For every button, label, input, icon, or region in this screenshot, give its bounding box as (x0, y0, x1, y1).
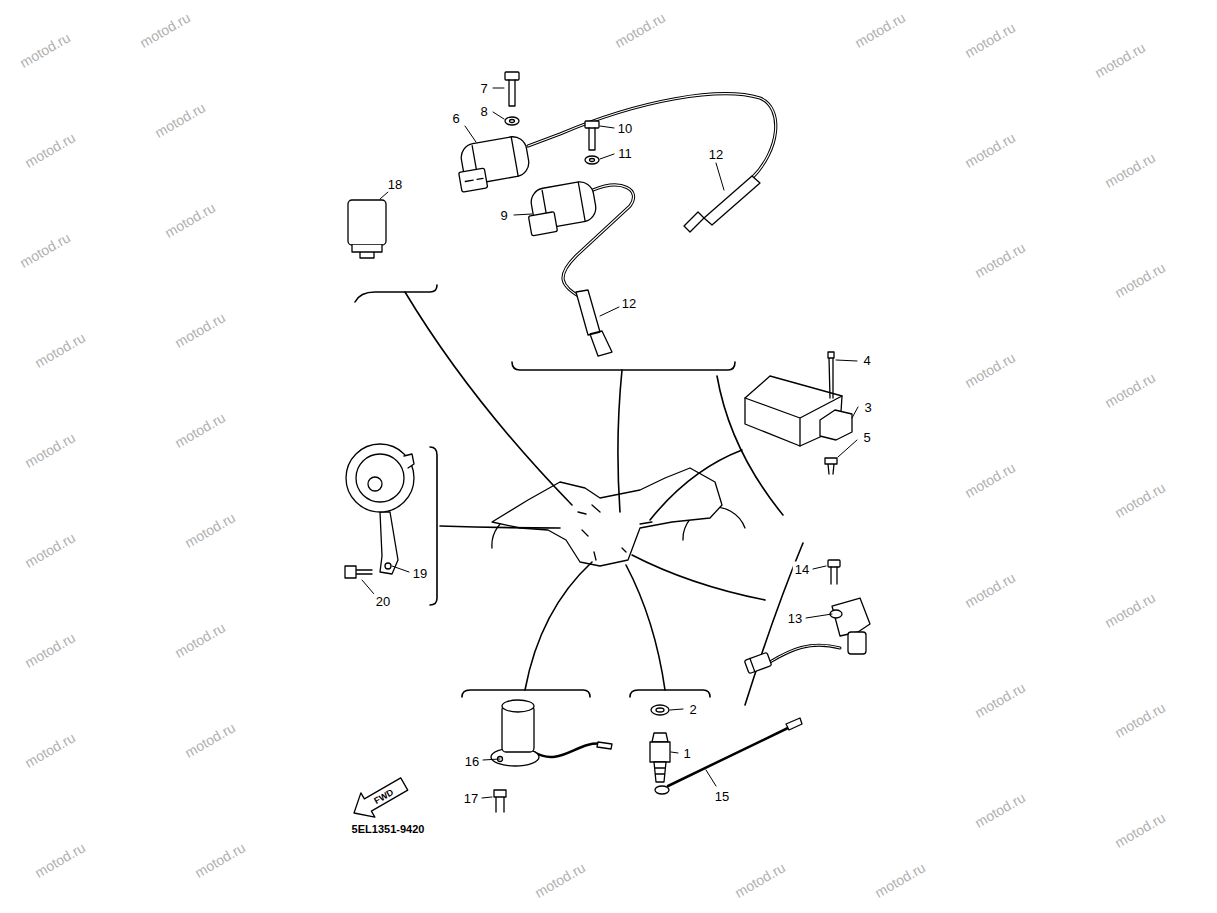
watermark: motod.ru (1103, 590, 1158, 630)
watermark: motod.ru (1113, 810, 1168, 850)
watermark: motod.ru (533, 860, 588, 900)
watermark: motod.ru (153, 100, 208, 140)
callout-number: 11 (616, 146, 634, 161)
watermark: motod.ru (1113, 480, 1168, 520)
callout-number: 6 (450, 111, 461, 126)
neutral-switch (650, 705, 802, 794)
bolt-washer (505, 72, 599, 164)
watermark: motod.ru (853, 10, 908, 50)
watermark: motod.ru (1093, 40, 1148, 80)
switch-unit (491, 700, 612, 812)
watermark: motod.ru (18, 30, 73, 70)
horn (345, 444, 414, 578)
callout-number: 14 (793, 562, 811, 577)
relay (348, 200, 386, 258)
watermark: motod.ru (963, 20, 1018, 60)
watermark: motod.ru (23, 630, 78, 670)
watermark: motod.ru (33, 840, 88, 880)
watermark: motod.ru (973, 790, 1028, 830)
watermark: motod.ru (183, 510, 238, 550)
callout-number: 18 (386, 177, 404, 192)
group-brackets (355, 285, 803, 705)
watermark: motod.ru (173, 310, 228, 350)
watermark: motod.ru (1113, 260, 1168, 300)
watermark: motod.ru (23, 730, 78, 770)
watermark: motod.ru (138, 10, 193, 50)
watermark: motod.ru (163, 200, 218, 240)
watermark: motod.ru (963, 350, 1018, 390)
callout-number: 3 (862, 400, 873, 415)
callout-number: 8 (478, 104, 489, 119)
watermark: motod.ru (183, 720, 238, 760)
callout-number: 2 (687, 702, 698, 717)
igniter-unit (745, 352, 852, 474)
callout-number: 17 (462, 791, 480, 806)
watermark: motod.ru (1103, 150, 1158, 190)
watermark: motod.ru (963, 460, 1018, 500)
leader-lines (362, 88, 858, 798)
diagram-code: 5EL1351-9420 (350, 823, 427, 836)
callout-number: 13 (786, 611, 804, 626)
callout-number: 16 (463, 754, 481, 769)
callout-number: 4 (861, 353, 872, 368)
ignition-coil (524, 180, 633, 356)
watermark: motod.ru (733, 860, 788, 900)
callout-number: 15 (713, 789, 731, 804)
watermark: motod.ru (963, 130, 1018, 170)
watermark: motod.ru (1103, 370, 1158, 410)
watermark: motod.ru (23, 430, 78, 470)
watermark: motod.ru (33, 330, 88, 370)
watermark: motod.ru (613, 10, 668, 50)
callout-number: 19 (411, 566, 429, 581)
watermark: motod.ru (973, 240, 1028, 280)
callout-number: 9 (498, 208, 509, 223)
speed-sensor (744, 560, 870, 674)
watermark: motod.ru (1113, 700, 1168, 740)
callout-number: 20 (374, 594, 392, 609)
forward-arrow (347, 772, 411, 825)
watermark: motod.ru (173, 410, 228, 450)
watermark: motod.ru (963, 570, 1018, 610)
ignition-coil (454, 94, 776, 232)
watermark: motod.ru (973, 680, 1028, 720)
watermark: motod.ru (173, 620, 228, 660)
watermark: motod.ru (23, 130, 78, 170)
callout-number: 1 (681, 746, 692, 761)
callout-number: 7 (478, 81, 489, 96)
callout-number: 12 (620, 296, 638, 311)
callout-number: 10 (616, 121, 634, 136)
watermark: motod.ru (193, 840, 248, 880)
callout-number: 12 (707, 147, 725, 162)
watermark: motod.ru (23, 530, 78, 570)
watermark: motod.ru (18, 230, 73, 270)
callout-number: 5 (861, 430, 872, 445)
watermark: motod.ru (873, 860, 928, 900)
